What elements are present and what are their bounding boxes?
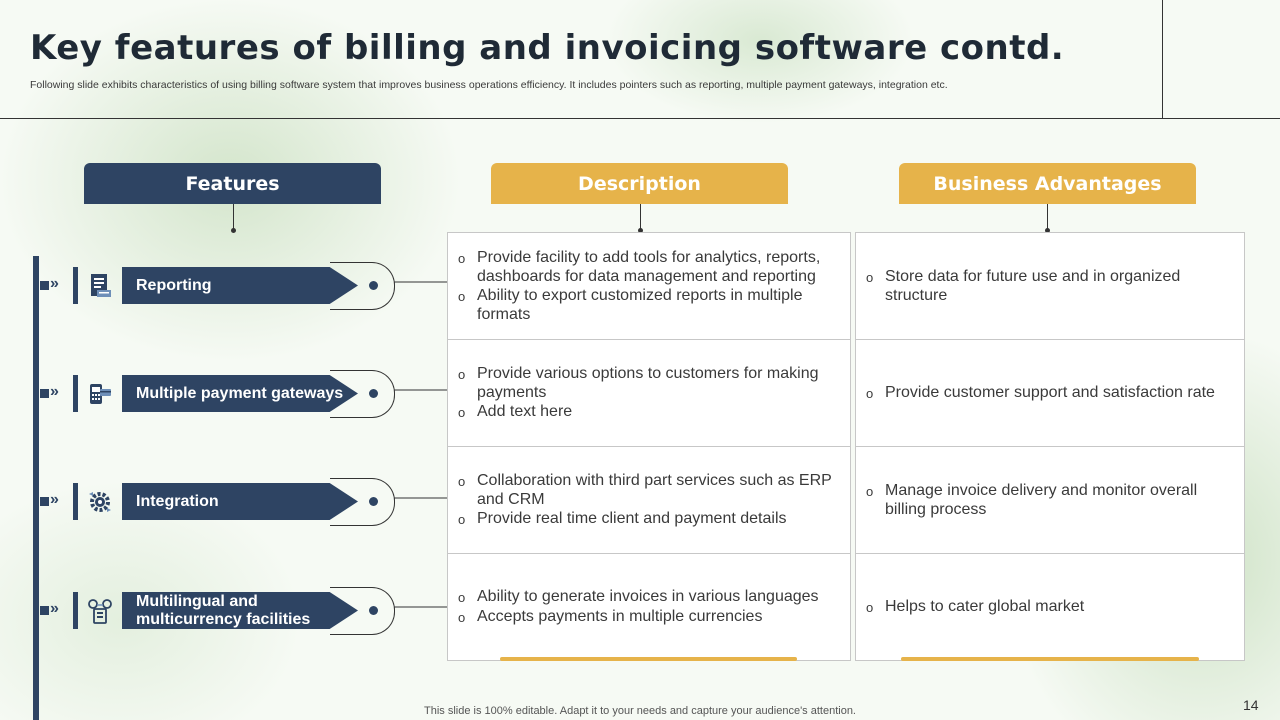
feature-row-payment-gateways: » Multiple payment gateways [40,370,460,418]
timeline-bar [33,256,39,720]
feature-label-reporting: Reporting [122,267,358,304]
connector-pill [330,262,395,310]
description-header-stem [640,204,641,230]
advantages-header-dot [1045,228,1050,233]
advantages-gold-accent [901,657,1199,661]
connector-line [394,497,448,499]
connector-pill [330,370,395,418]
connector-dot [369,281,378,290]
connector-square [40,281,49,290]
header-divider [0,118,1280,119]
feature-row-multilingual: » Multilingual and multicurrency facilit… [40,587,460,635]
connector-line [394,606,448,608]
features-header-stem [233,204,234,230]
report-document-icon [80,267,120,304]
double-chevron-icon: » [50,491,59,508]
features-header-dot [231,228,236,233]
double-chevron-icon: » [50,383,59,400]
row-accent-bar [73,267,78,304]
page-title: Key features of billing and invoicing so… [30,28,1065,68]
row-accent-bar [73,592,78,629]
connector-line [394,281,448,283]
page-subtitle: Following slide exhibits characteristics… [30,79,948,91]
connector-line [394,389,448,391]
connector-dot [369,606,378,615]
multicurrency-globe-icon [80,592,120,629]
advantages-header: Business Advantages [899,163,1196,204]
advantages-header-stem [1047,204,1048,230]
connector-square [40,497,49,506]
feature-label-multilingual: Multilingual and multicurrency facilitie… [122,592,358,629]
header-vertical-divider [1162,0,1163,119]
row-accent-bar [73,375,78,412]
gear-integration-icon [80,483,120,520]
connector-pill [330,478,395,526]
connector-pill [330,587,395,635]
description-header: Description [491,163,788,204]
feature-label-integration: Integration [122,483,358,520]
feature-label-payment-gateways: Multiple payment gateways [122,375,358,412]
double-chevron-icon: » [50,275,59,292]
row-accent-bar [73,483,78,520]
feature-row-reporting: » Reporting [40,262,460,310]
description-header-dot [638,228,643,233]
connector-square [40,606,49,615]
features-header: Features [84,163,381,204]
feature-row-integration: » Integration [40,478,460,526]
description-gold-accent [500,657,797,661]
payment-terminal-icon [80,375,120,412]
double-chevron-icon: » [50,600,59,617]
connector-square [40,389,49,398]
connector-dot [369,497,378,506]
page-number: 14 [1243,697,1259,713]
footer-note: This slide is 100% editable. Adapt it to… [424,705,856,717]
connector-dot [369,389,378,398]
